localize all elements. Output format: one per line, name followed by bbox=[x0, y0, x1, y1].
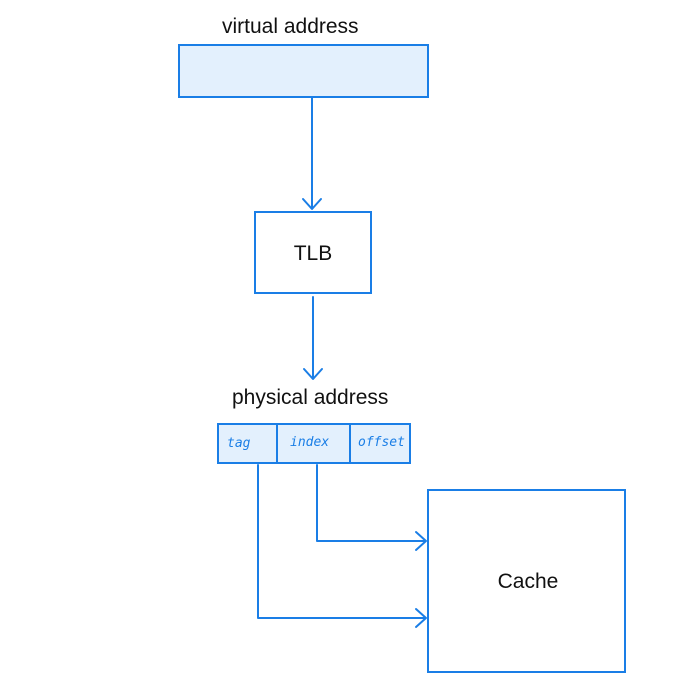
offset-field-label: offset bbox=[358, 435, 405, 450]
cache-label: Cache bbox=[498, 570, 559, 593]
tlb-label: TLB bbox=[294, 242, 333, 265]
physical-address-box bbox=[217, 423, 411, 464]
cache-box bbox=[427, 489, 626, 673]
physical-address-fields: tag index offset bbox=[217, 423, 411, 464]
index-field-label: index bbox=[290, 435, 329, 450]
arrow-virtual-to-tlb bbox=[302, 96, 322, 210]
physical-address-label: physical address bbox=[232, 386, 388, 409]
virtual-address-box bbox=[178, 44, 429, 98]
arrow-index-to-cache bbox=[316, 464, 427, 551]
arrow-tag-to-cache bbox=[257, 464, 427, 628]
tag-field-label: tag bbox=[227, 436, 251, 451]
tlb-box bbox=[254, 211, 372, 294]
arrow-tlb-to-physical bbox=[303, 296, 323, 380]
virtual-address-label: virtual address bbox=[222, 15, 359, 38]
